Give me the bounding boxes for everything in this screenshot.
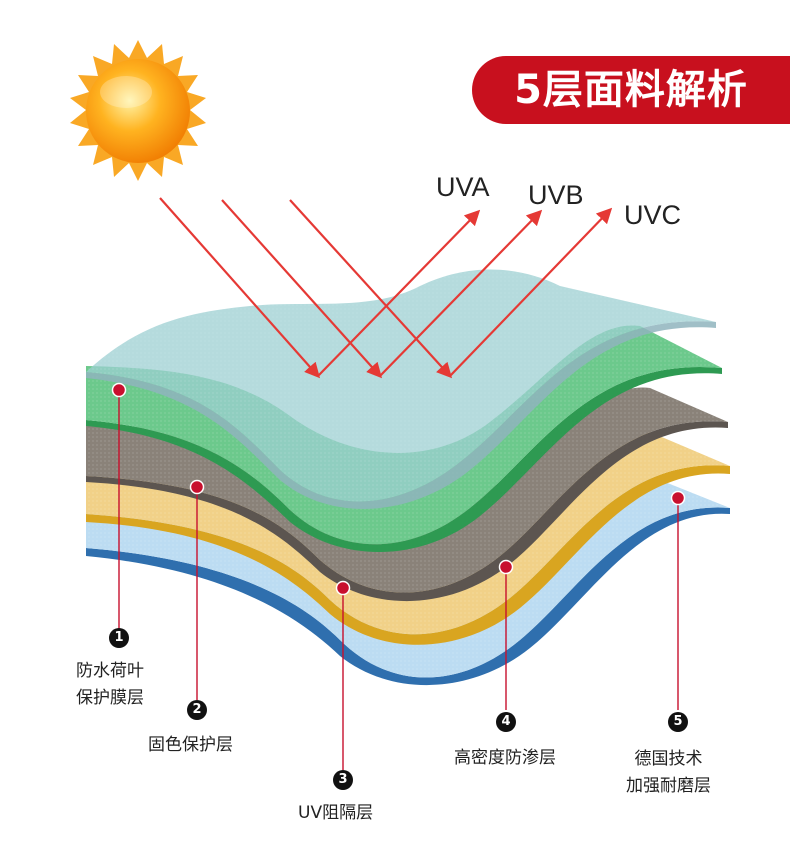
- layer-4-label: 高密度防渗层: [454, 748, 556, 768]
- title-badge: 5层面料解析: [472, 56, 790, 124]
- layer-1-marker: [111, 382, 127, 398]
- layer-2-number: 2: [187, 700, 207, 720]
- layer-2-label: 固色保护层: [148, 735, 233, 755]
- layer-markers: [111, 382, 686, 770]
- layer-1-number: 1: [109, 628, 129, 648]
- layer-4-marker: [498, 559, 514, 575]
- layer-5-marker: [670, 490, 686, 506]
- uvc-ray-out: [449, 207, 613, 377]
- layer-1-label-line1: 防水荷叶: [76, 661, 144, 681]
- uvb-ray-in: [221, 199, 383, 379]
- layer-1-label: 防水荷叶 保护膜层: [76, 658, 144, 712]
- layer-3-marker: [335, 580, 351, 596]
- layer-5-label-line1: 德国技术: [634, 749, 703, 769]
- uvb-label: UVB: [528, 180, 584, 210]
- uva-label: UVA: [436, 172, 490, 202]
- uvc-label: UVC: [624, 200, 682, 230]
- layer-2-marker: [189, 479, 205, 495]
- layer-3-number: 3: [333, 770, 353, 790]
- uva-ray-out: [317, 209, 481, 377]
- layer-5-label-line2: 加强耐磨层: [626, 776, 711, 796]
- layer-1-label-line2: 保护膜层: [76, 688, 144, 708]
- uva-ray-in: [159, 197, 321, 379]
- layer-3-label: UV阻隔层: [298, 803, 374, 823]
- layer-1-shape: [86, 269, 716, 509]
- uvb-ray-out: [379, 209, 543, 377]
- uvc-ray-in: [289, 199, 453, 379]
- sun-icon: [70, 40, 206, 181]
- layer-4-number: 4: [496, 712, 516, 732]
- layer-5-label: 德国技术 加强耐磨层: [626, 746, 711, 800]
- layer-3-shape: [86, 387, 728, 602]
- layer-5-number: 5: [668, 712, 688, 732]
- uv-rays: [159, 197, 613, 379]
